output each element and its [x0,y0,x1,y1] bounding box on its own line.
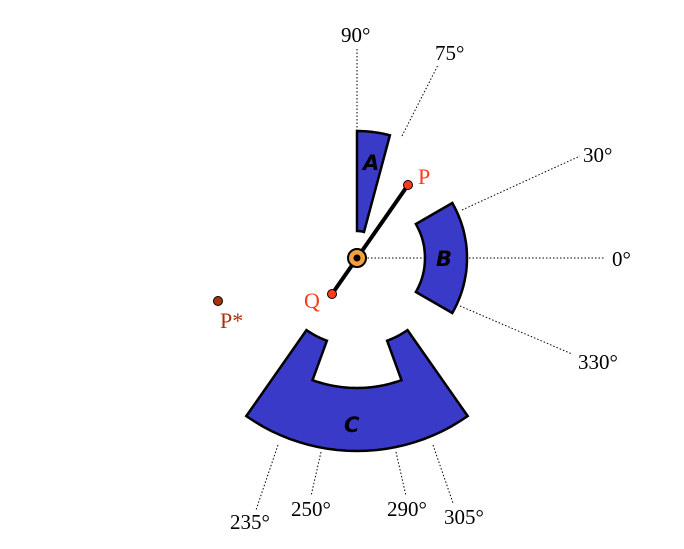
region-a [355,129,392,234]
angle-label-0: 0° [612,247,631,271]
point-q-label: Q [304,288,320,313]
angle-label-30: 30° [583,143,612,167]
angle-label-330: 330° [578,350,618,374]
guide-75 [401,64,439,137]
angle-label-290: 290° [387,497,427,521]
region-c-label: C [344,413,360,437]
guide-235 [255,444,279,511]
guide-330 [459,305,573,355]
point-p-label: P [418,164,430,189]
point-p [403,180,413,190]
point-q [327,289,337,299]
guide-290 [395,451,407,497]
guide-250 [310,451,322,497]
angle-label-250: 250° [291,497,331,521]
angle-label-305: 305° [444,505,484,529]
angle-label-235: 235° [230,510,270,534]
region-a-label: A [361,151,379,175]
segment-pq [330,183,410,296]
guide-30 [461,155,581,211]
angle-label-75: 75° [435,41,464,65]
angle-guide-lines [255,48,604,511]
region-b-label: B [436,247,452,271]
region-b [414,201,469,315]
angle-label-90: 90° [341,23,370,47]
guide-305 [432,444,454,504]
region-c [244,328,470,453]
point-p-star [213,296,223,306]
pivot-center [353,254,361,262]
point-p-star-label: P* [220,308,243,333]
